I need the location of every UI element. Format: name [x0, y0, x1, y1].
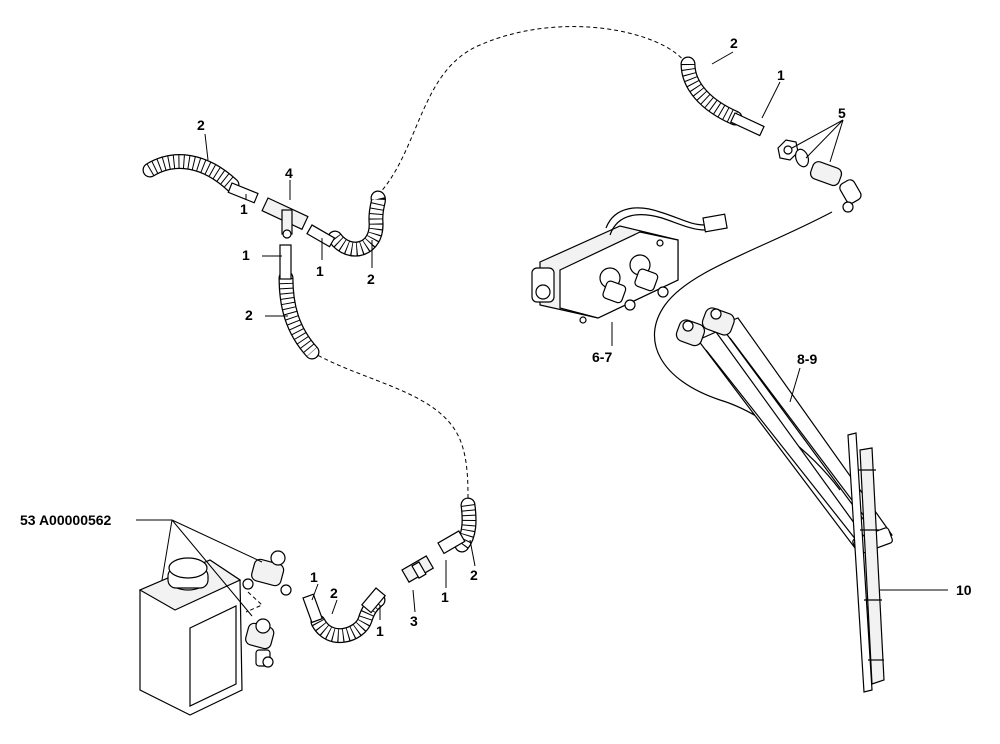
callout-1-bottom-right: 1 — [441, 589, 449, 605]
callout-1-bottom-left: 1 — [310, 569, 318, 585]
callout-1-left: 1 — [242, 247, 250, 263]
tube-top-right — [729, 112, 765, 137]
callout-6-7: 6-7 — [592, 349, 612, 365]
callout-5: 5 — [838, 105, 846, 121]
tube-bottom-left — [302, 593, 323, 624]
leader-lines — [136, 51, 948, 620]
t-connector — [261, 197, 309, 239]
tank-valve-dashed-link — [245, 591, 263, 613]
callout-3: 3 — [410, 613, 418, 629]
hose-routing-dashed-top — [377, 26, 686, 196]
callout-2-top-right: 2 — [730, 35, 738, 51]
callout-2-top-left: 2 — [197, 117, 205, 133]
nozzle-assembly — [777, 139, 862, 213]
hose-connector — [401, 555, 435, 583]
hose-routing-dashed-middle — [311, 351, 469, 501]
wiper-blade — [847, 432, 885, 693]
callout-8-9: 8-9 — [797, 351, 817, 367]
hose-top-left — [142, 154, 240, 193]
hose-top-right — [680, 56, 743, 126]
tube-center — [306, 224, 336, 248]
tank-pump-valve-upper — [242, 550, 292, 596]
callout-2-bottom-right: 2 — [470, 567, 478, 583]
callout-2-left: 2 — [245, 307, 253, 323]
tank-pump-valve-lower — [245, 618, 275, 668]
washer-reservoir — [138, 557, 243, 716]
callout-1-top-right: 1 — [777, 67, 785, 83]
callout-2-bottom-left: 2 — [330, 585, 338, 601]
callout-53: 53 A00000562 — [20, 512, 112, 528]
tube-top-left — [227, 182, 259, 204]
callout-10: 10 — [956, 582, 972, 598]
callout-1-bottom-center: 1 — [376, 623, 384, 639]
washer-pump-unit — [531, 207, 728, 324]
tube-bottom-center — [361, 587, 387, 614]
callout-2-center: 2 — [367, 271, 375, 287]
tube-left-vertical — [279, 244, 292, 280]
tube-bottom-right — [437, 530, 466, 555]
hose-center — [327, 190, 386, 257]
hose-left-vertical — [278, 270, 320, 360]
callout-4: 4 — [285, 165, 293, 181]
callout-1-top-left: 1 — [240, 201, 248, 217]
callout-1-center: 1 — [316, 263, 324, 279]
wiper-arm-assembly — [675, 307, 893, 555]
